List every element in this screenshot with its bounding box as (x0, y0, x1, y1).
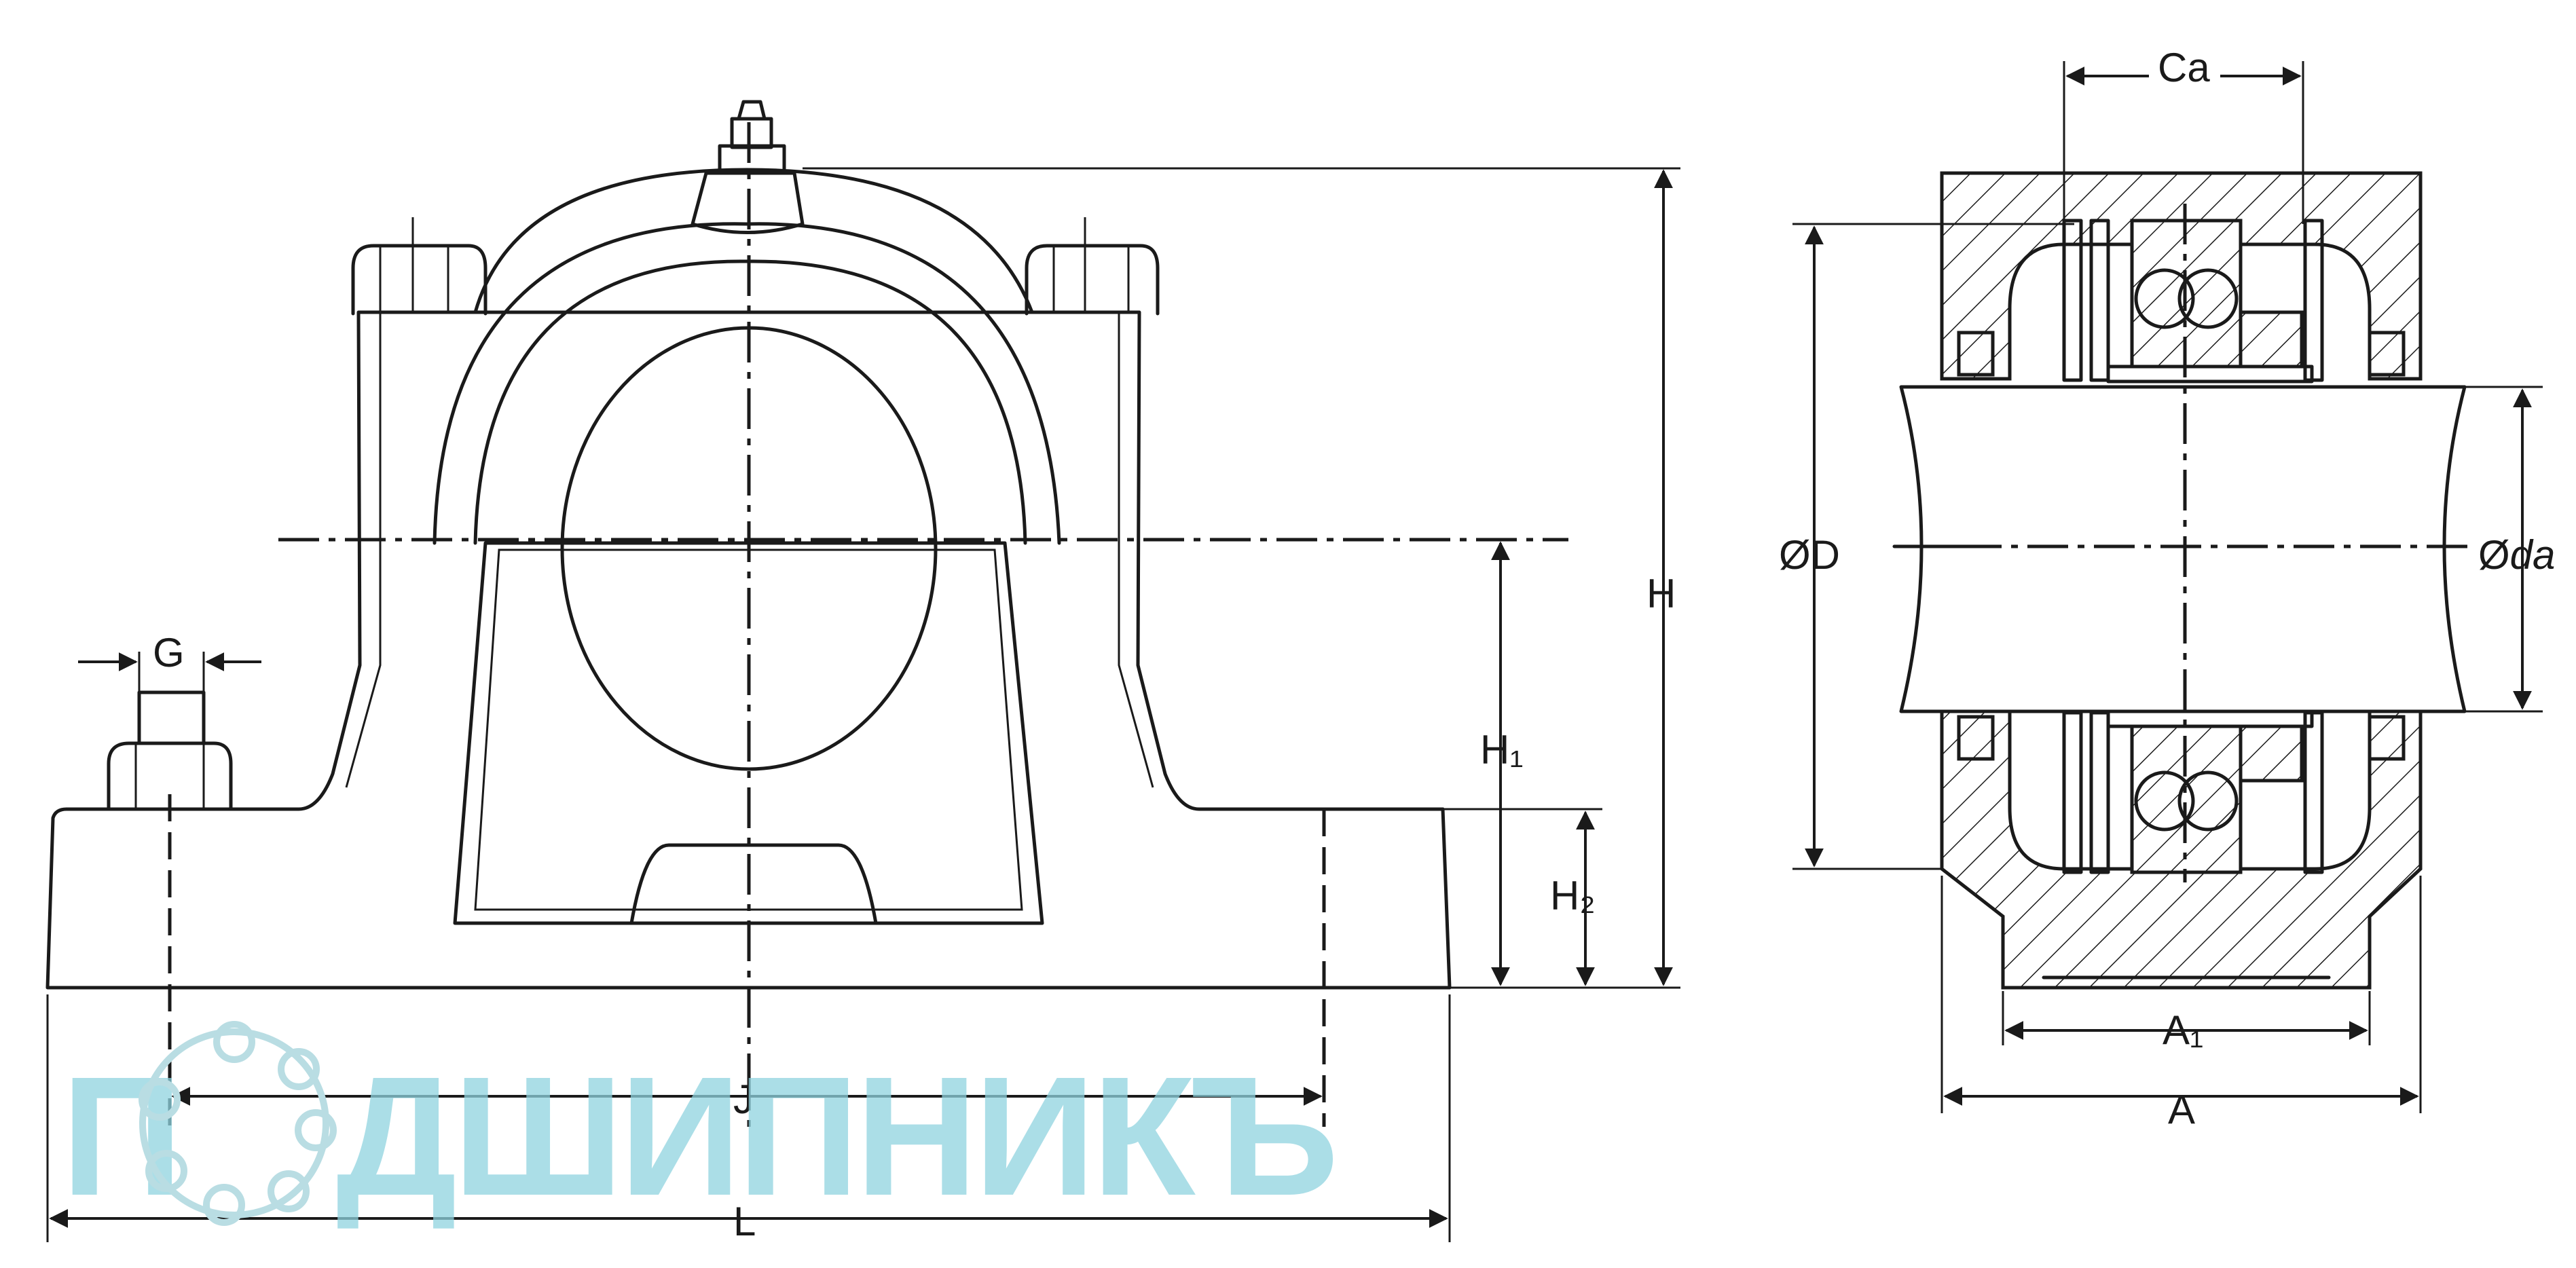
bolt-top-left (351, 217, 487, 316)
shaft (1899, 385, 2467, 713)
bearing-bottom (2062, 709, 2324, 874)
base-plate (45, 310, 1452, 990)
label-OD: ØD (1779, 532, 1840, 578)
bolt-side (107, 690, 233, 811)
label-A1: A₁ (2163, 1007, 2203, 1053)
seals (1957, 331, 2406, 761)
watermark-prefix: П (61, 1041, 179, 1231)
label-Oda: Øda (2478, 532, 2555, 578)
label-G: G (153, 630, 185, 675)
label-A: A (2168, 1087, 2195, 1132)
label-H1: H₁ (1480, 727, 1524, 772)
label-J: J (733, 1077, 754, 1122)
label-L: L (733, 1199, 756, 1244)
section-view: Ca ØD Øda A₁ A (1779, 45, 2555, 1132)
label-H2: H₂ (1550, 873, 1596, 918)
grease-nipple (691, 100, 805, 234)
label-Ca: Ca (2158, 45, 2210, 90)
bolt-top-right (1025, 217, 1160, 316)
housing-cap (473, 168, 1034, 314)
watermark-logo: П ДШИПНИКЪ (61, 1021, 1339, 1231)
label-H: H (1646, 571, 1676, 616)
housing-window (453, 541, 1044, 925)
front-view: H H₁ H₂ G J L (45, 100, 1680, 1244)
bearing-logo-icon (139, 1021, 337, 1226)
watermark-suffix: ДШИПНИКЪ (336, 1041, 1335, 1231)
